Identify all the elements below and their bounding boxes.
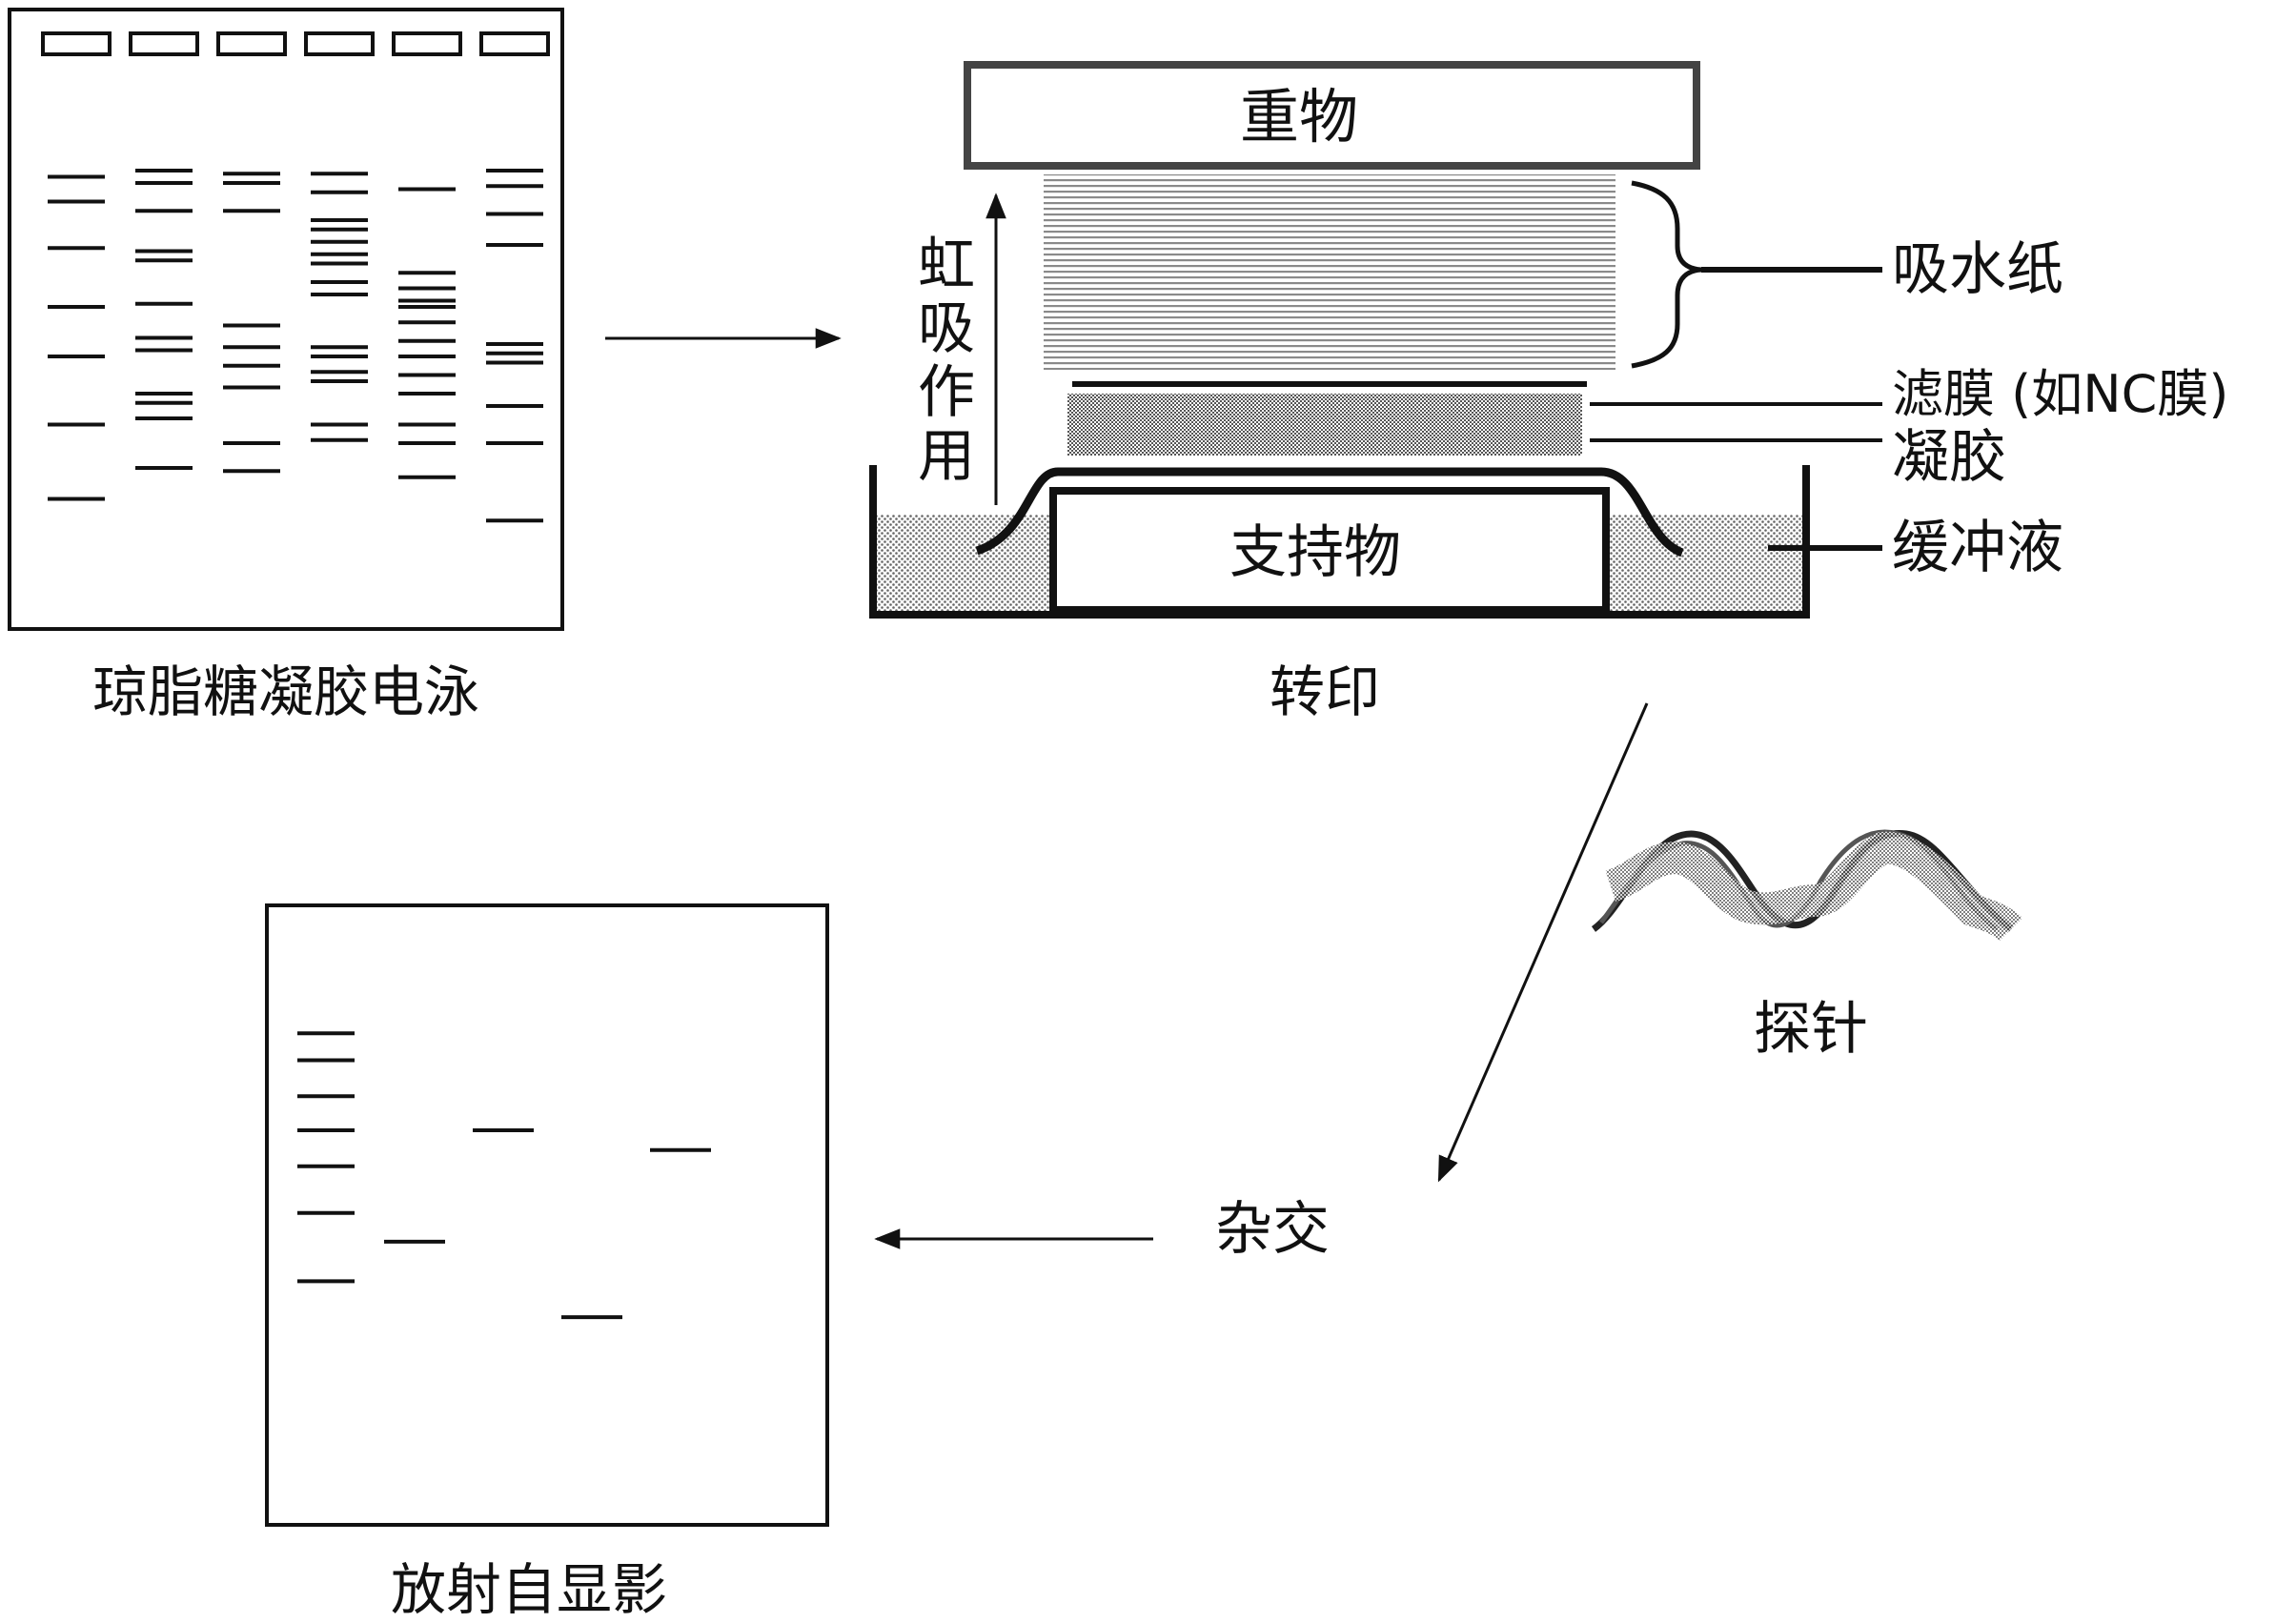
gel-bands [48,169,543,523]
gel-well [216,31,287,56]
gel-frame [8,8,564,631]
filter-membrane-label: 滤膜 (如NC膜) [1892,364,2228,424]
siphon-char-2: 吸 [918,295,975,362]
siphon-char-3: 作 [918,359,975,426]
transfer-apparatus: 支持物 重物 虹 吸 作 用 吸水纸 滤膜 (如NC膜) 凝胶 缓冲液 [869,61,2228,619]
transfer-caption: 转印 [1270,659,1380,724]
gel-label: 凝胶 [1892,424,2006,491]
gel-well [392,31,462,56]
gel-caption: 琼脂糖凝胶电泳 [92,659,479,724]
siphon-char-1: 虹 [918,232,975,298]
wick-paper [975,467,1684,558]
weight-label: 重物 [1240,82,1358,152]
gel-wells [41,31,550,56]
gel-well [129,31,199,56]
siphon-char-4: 用 [918,423,975,490]
absorbent-paper-label: 吸水纸 [1892,236,2063,303]
support-block [1049,487,1610,614]
buffer-label: 缓冲液 [1892,515,2063,581]
autoradiograph-panel [265,903,829,1527]
hybridization-label: 杂交 [1215,1196,1330,1263]
gel-well [41,31,112,56]
probe-label: 探针 [1754,996,1868,1063]
arrow-transfer-to-hybridization [1437,702,1649,1183]
autoradiograph-bands [297,1031,711,1320]
autoradiograph-caption: 放射自显影 [391,1557,667,1622]
autoradiograph-frame [265,903,829,1527]
gel-well [304,31,375,56]
absorbent-paper-stack [1044,174,1615,370]
buffer-tray [869,465,1810,619]
absorbent-paper-brace [1631,180,1702,369]
gel-layer [1067,394,1582,456]
agarose-gel-panel [8,8,564,631]
probe-icon [1591,829,2023,942]
gel-well [479,31,550,56]
weight-block [964,61,1700,170]
support-label: 支持物 [1229,519,1401,586]
